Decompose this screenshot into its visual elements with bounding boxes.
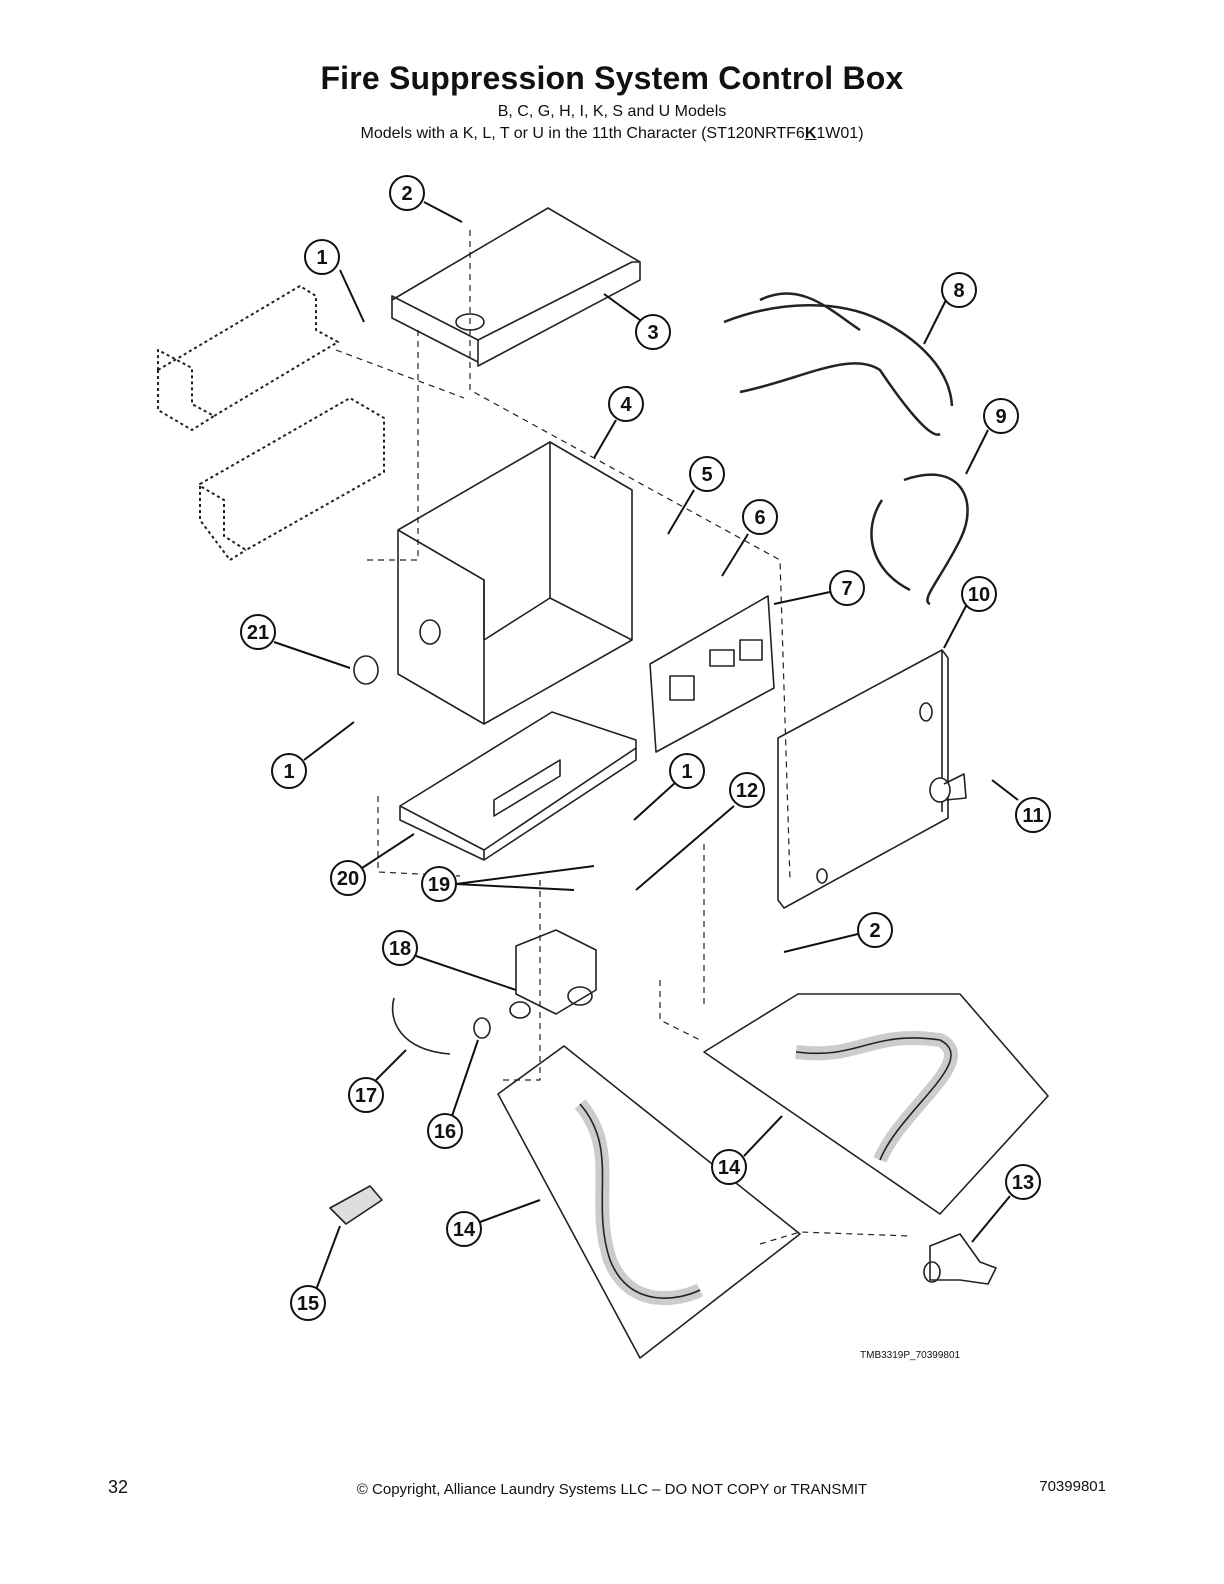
callout-label-1-right: 1 <box>681 761 692 783</box>
callout-9 <box>965 398 1019 475</box>
callout-label-14-left: 14 <box>453 1219 476 1241</box>
part-bushing <box>353 655 379 685</box>
callout-label-4: 4 <box>620 394 632 416</box>
copyright-notice: © Copyright, Alliance Laundry Systems LL… <box>356 1481 868 1498</box>
part-hose-right <box>703 993 1049 1215</box>
part-water-valve <box>509 929 597 1019</box>
part-wire-harness-small <box>870 473 969 606</box>
callout-21 <box>240 614 351 669</box>
callout-1-left <box>271 721 355 789</box>
callout-12 <box>635 772 765 891</box>
callout-label-2-bottom: 2 <box>869 920 880 942</box>
callout-label-2-top: 2 <box>401 183 412 205</box>
callout-13 <box>971 1164 1041 1243</box>
callout-11 <box>991 779 1051 833</box>
highlight-character: K <box>804 125 817 142</box>
part-base-tray <box>399 711 637 861</box>
callout-label-17: 17 <box>355 1085 377 1107</box>
callout-label-18: 18 <box>389 938 411 960</box>
callout-label-7: 7 <box>841 578 852 600</box>
part-hose-left <box>497 1045 801 1359</box>
part-top-cover <box>391 207 641 367</box>
callout-19 <box>421 865 595 902</box>
page-number: 32 <box>108 1477 129 1497</box>
callout-14-right <box>711 1115 783 1185</box>
callout-6 <box>721 499 778 577</box>
document-number: 70399801 <box>1039 1478 1106 1495</box>
part-lock-knob <box>929 773 967 803</box>
callout-label-5: 5 <box>701 464 712 486</box>
callout-14-left <box>446 1199 541 1247</box>
callout-label-20: 20 <box>337 868 359 890</box>
callout-label-12: 12 <box>736 780 758 802</box>
model-character-note: Models with a K, L, T or U in the 11th C… <box>360 125 864 142</box>
callout-label-10: 10 <box>968 584 990 606</box>
callout-5 <box>667 456 725 535</box>
callout-18 <box>382 930 517 991</box>
callout-15 <box>290 1225 341 1321</box>
callout-label-9: 9 <box>995 406 1006 428</box>
callout-3 <box>603 293 671 350</box>
callout-17 <box>348 1049 407 1113</box>
callout-label-15: 15 <box>297 1293 319 1315</box>
callout-label-1-top: 1 <box>316 247 327 269</box>
callout-7 <box>773 570 865 606</box>
callout-label-21: 21 <box>247 622 269 644</box>
part-control-box-housing <box>397 441 633 725</box>
part-inlet-hose <box>387 996 451 1059</box>
callout-20 <box>330 833 415 896</box>
callout-label-14-right: 14 <box>718 1157 741 1179</box>
part-front-cover <box>777 649 949 909</box>
callout-label-19: 19 <box>428 874 450 896</box>
callout-1-right <box>633 753 705 821</box>
callout-16 <box>427 1039 479 1149</box>
callout-label-11: 11 <box>1022 805 1043 827</box>
part-wire-harness <box>723 292 954 436</box>
part-hose-clamp <box>473 1017 491 1039</box>
page-title: Fire Suppression System Control Box <box>320 60 904 96</box>
callout-label-3: 3 <box>647 322 658 344</box>
callout-2-top <box>389 175 463 223</box>
callout-10 <box>943 576 997 649</box>
part-circuit-board <box>649 595 775 753</box>
callout-label-1-left: 1 <box>283 761 294 783</box>
callout-4 <box>593 386 644 459</box>
callout-label-6: 6 <box>754 507 765 529</box>
part-tee-fitting <box>923 1233 997 1285</box>
callout-1-top <box>304 239 365 323</box>
callout-2-bottom <box>783 912 893 953</box>
callout-8 <box>923 272 977 345</box>
part-mounting-brackets <box>157 285 385 561</box>
callout-label-16: 16 <box>434 1121 456 1143</box>
part-thermostat <box>329 1185 383 1225</box>
model-list: B, C, G, H, I, K, S and U Models <box>497 103 727 120</box>
callout-label-13: 13 <box>1012 1172 1034 1194</box>
figure-id: TMB3319P_70399801 <box>860 1350 961 1361</box>
callout-label-8: 8 <box>953 280 964 302</box>
